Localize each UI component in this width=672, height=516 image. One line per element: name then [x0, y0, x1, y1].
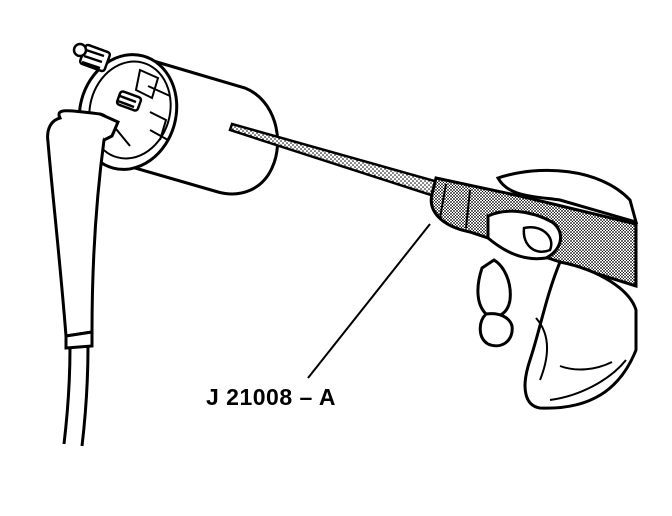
callout-leader-line: [307, 223, 431, 379]
palm: [523, 260, 638, 410]
cable-assembly: [46, 109, 120, 447]
index-finger: [476, 258, 512, 318]
middle-finger: [478, 312, 514, 348]
cable-wire: [62, 345, 90, 447]
hand-back: [495, 168, 639, 225]
tool-callout-label: J 21008 – A: [206, 384, 336, 410]
hand: [476, 168, 639, 410]
solenoid-terminals: [72, 42, 171, 147]
cable-boot: [46, 109, 110, 338]
